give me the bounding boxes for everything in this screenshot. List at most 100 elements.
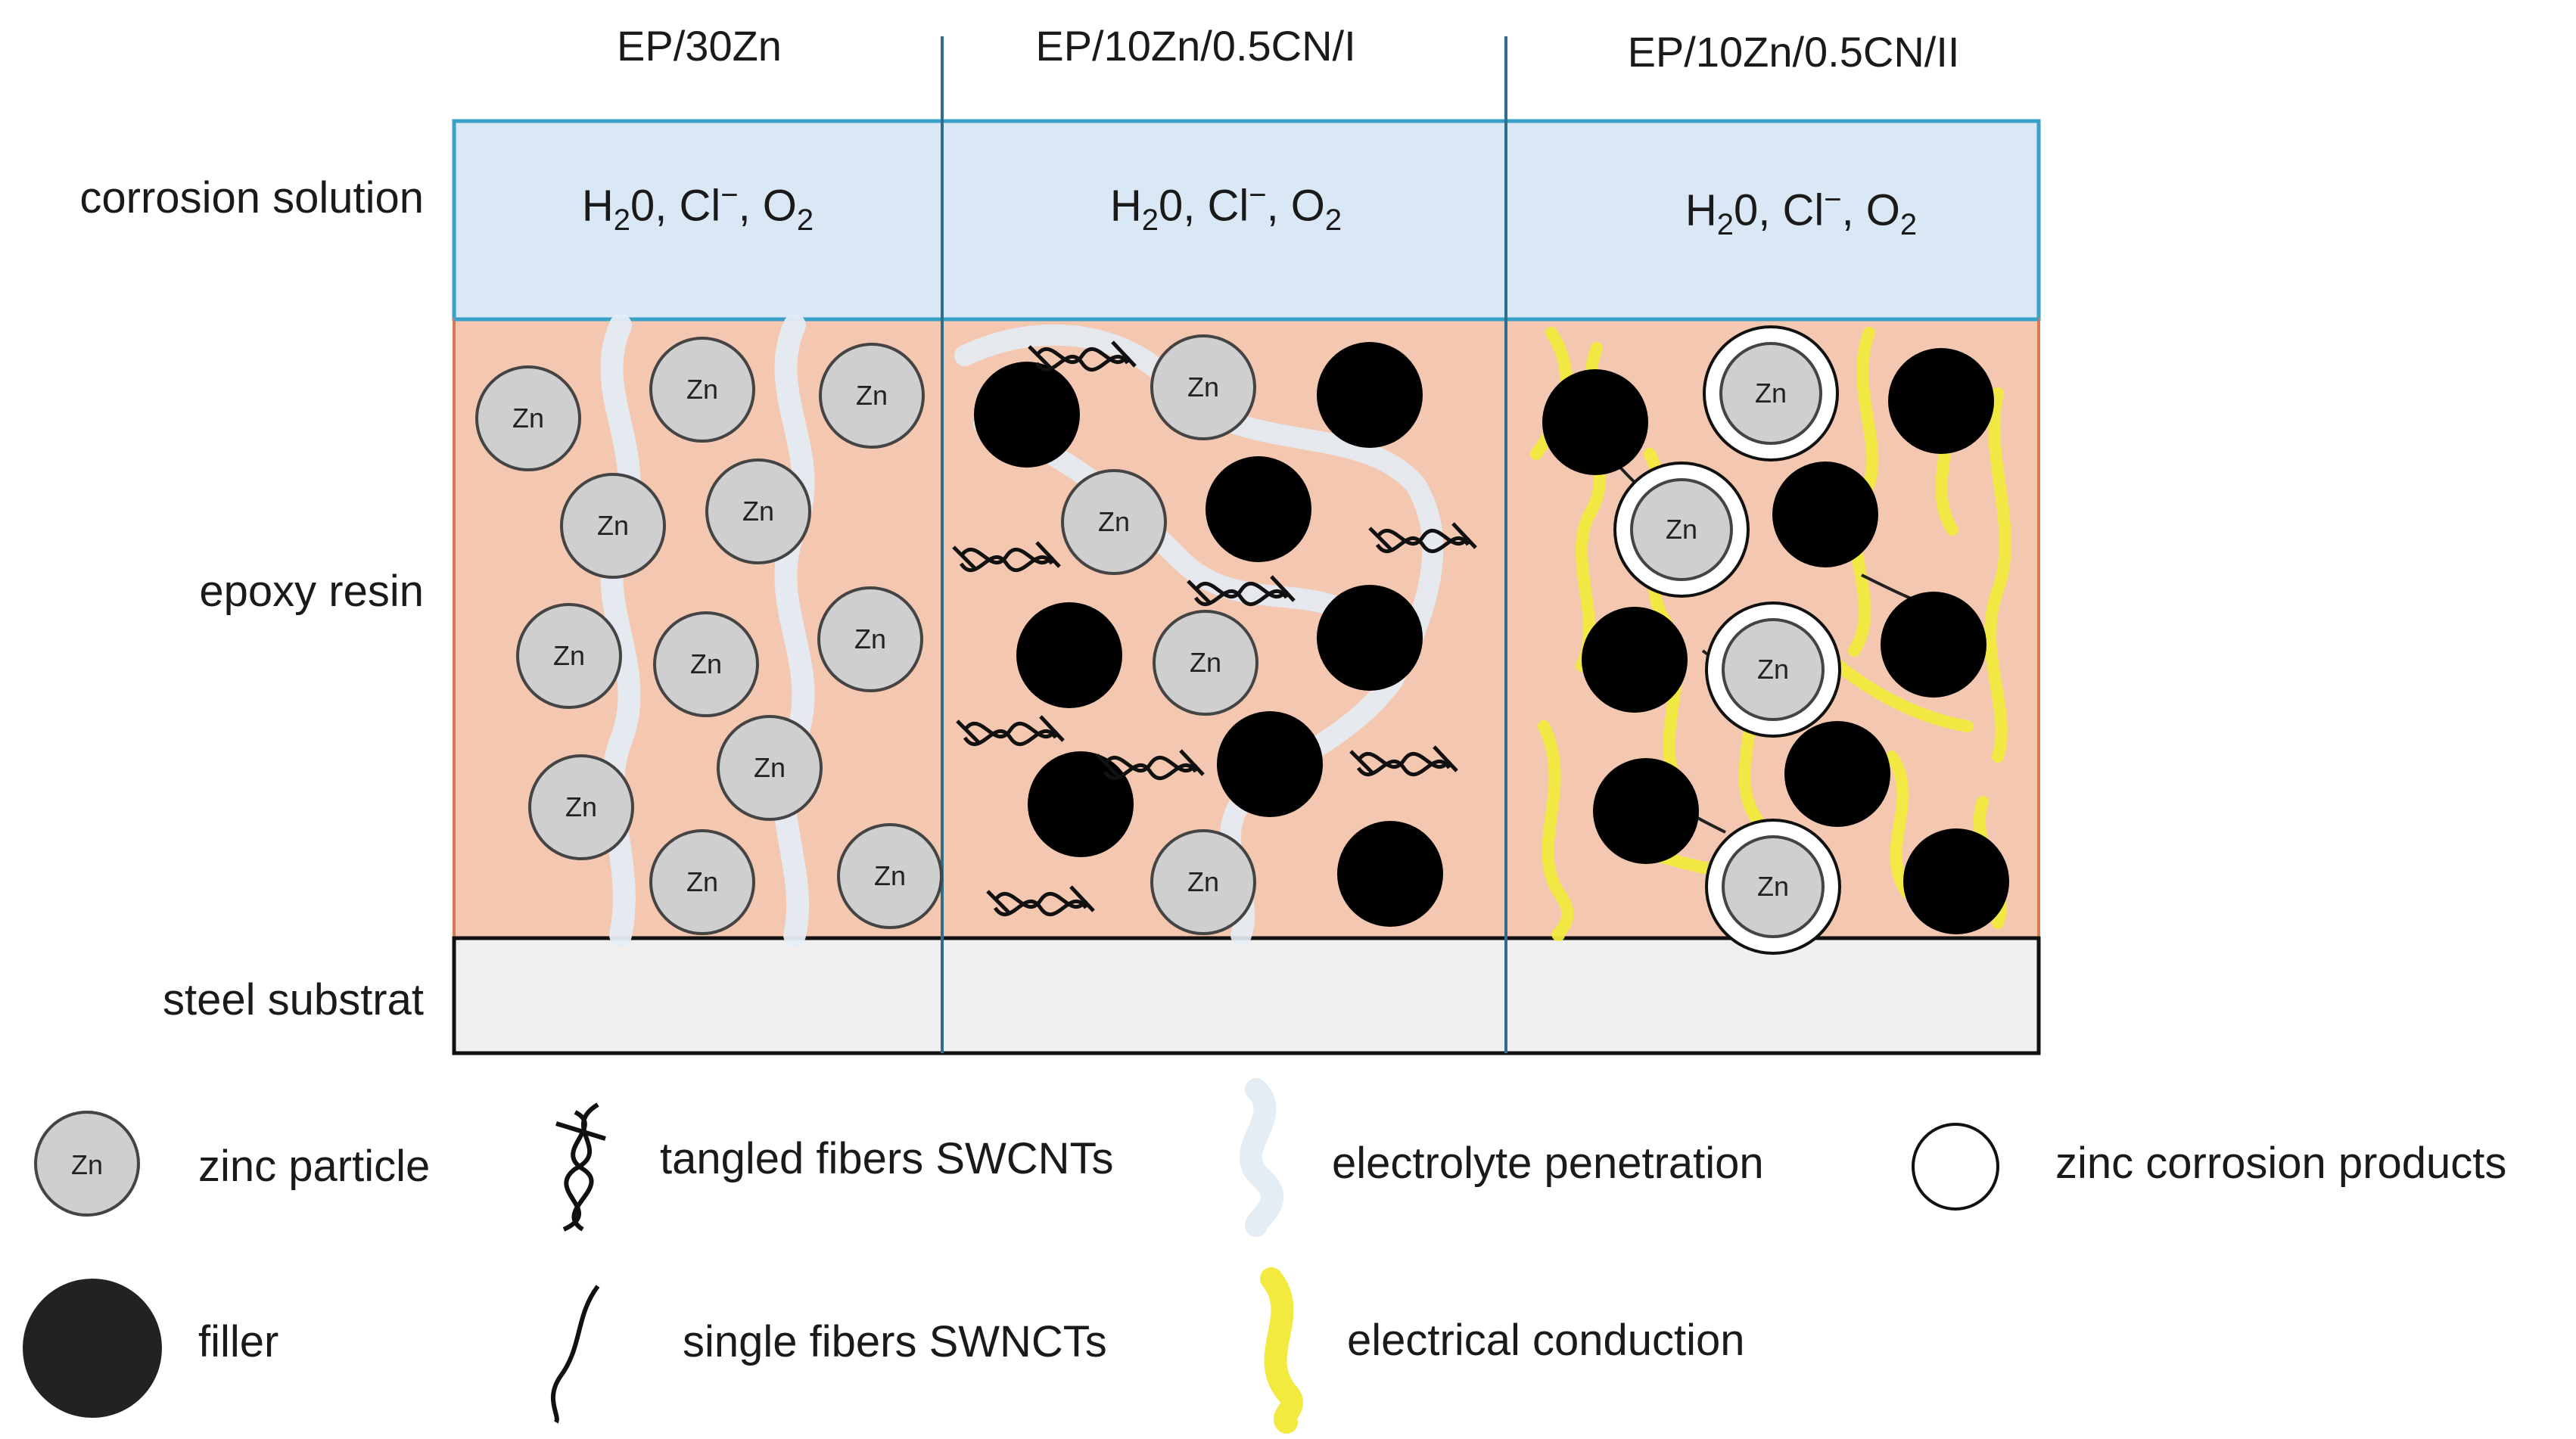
h2o-label: H	[1109, 181, 1142, 231]
svg-text:Zn: Zn	[1757, 871, 1789, 902]
o2-subscript: 2	[1324, 203, 1342, 237]
tangled-fiber-c2-4	[956, 715, 1065, 746]
column-title-1: EP/30Zn	[617, 22, 782, 70]
row-label-solution: corrosion solution	[79, 173, 424, 222]
zinc-particle-c1-1: Zn	[649, 337, 755, 443]
h2o-cl-label: 0, Cl	[1158, 181, 1249, 231]
svg-text:Zn: Zn	[874, 860, 906, 891]
legend-tangled-symbol	[555, 1102, 606, 1232]
column-title-2: EP/10Zn/0.5CN/I	[1035, 22, 1356, 70]
o2-subscript: 2	[1899, 207, 1918, 241]
filler-c3-5	[1593, 758, 1699, 864]
solution-formula-3: H20, Cl−, O2	[1574, 183, 2028, 242]
zinc-particle-c1-9: Zn	[717, 715, 823, 821]
o2-label: , O	[738, 181, 797, 231]
h2o-cl-label: 0, Cl	[1733, 185, 1825, 235]
h2o-label: H	[1685, 185, 1717, 235]
filler-c2-1	[1317, 342, 1423, 448]
row-label-resin: epoxy resin	[199, 567, 424, 616]
zinc-particle-c2-0: Zn	[1150, 334, 1256, 440]
legend-zinc-symbol: Zn	[34, 1111, 140, 1217]
cl-superscript: −	[1249, 179, 1267, 212]
svg-text:Zn: Zn	[1098, 506, 1130, 537]
corroded-zinc-c3-1: Zn	[1613, 462, 1750, 598]
cl-superscript: −	[1824, 183, 1842, 216]
filler-c2-4	[1317, 585, 1423, 691]
filler-c2-3	[1016, 602, 1122, 708]
svg-text:Zn: Zn	[690, 648, 722, 679]
filler-c3-1	[1888, 348, 1994, 454]
svg-text:Zn: Zn	[553, 640, 585, 671]
tangled-fiber-c2-0	[1028, 340, 1137, 371]
svg-text:Zn: Zn	[1666, 514, 1697, 545]
svg-text:Zn: Zn	[856, 380, 888, 411]
zinc-particle-c2-3: Zn	[1150, 829, 1256, 935]
zinc-particle-c1-4: Zn	[705, 458, 811, 564]
column-title-3: EP/10Zn/0.5CN/II	[1627, 28, 1960, 76]
legend-zinc-label: zinc particle	[198, 1142, 431, 1191]
svg-text:Zn: Zn	[686, 866, 718, 897]
legend-corrosion-label: zinc corrosion products	[2055, 1139, 2507, 1188]
h2o-subscript: 2	[1716, 207, 1734, 241]
tangled-fiber-c2-7	[986, 885, 1095, 916]
svg-text:Zn: Zn	[1755, 378, 1787, 409]
filler-c3-6	[1784, 721, 1890, 827]
filler-c2-5	[1217, 711, 1323, 817]
svg-text:Zn: Zn	[1187, 866, 1219, 897]
legend-electrolyte-label: electrolyte penetration	[1332, 1139, 1764, 1188]
tangled-fibers	[952, 340, 1477, 916]
svg-text:Zn: Zn	[742, 496, 774, 527]
zinc-particle-c1-11: Zn	[837, 823, 943, 929]
zinc-particle-c1-7: Zn	[817, 586, 923, 692]
svg-text:Zn: Zn	[754, 752, 786, 783]
solution-layer	[452, 119, 2041, 322]
o2-subscript: 2	[796, 203, 814, 237]
filler-particles	[974, 342, 2009, 934]
filler-c2-2	[1206, 456, 1311, 562]
h2o-label: H	[581, 181, 614, 231]
substrate-layer	[452, 936, 2041, 1055]
svg-text:Zn: Zn	[1187, 371, 1219, 402]
h2o-cl-label: 0, Cl	[630, 181, 721, 231]
cl-superscript: −	[720, 179, 739, 212]
filler-c3-0	[1542, 369, 1648, 475]
legend-conduction-symbol	[1260, 1267, 1303, 1434]
zinc-particle-c1-2: Zn	[819, 343, 925, 449]
zinc-particle-c1-5: Zn	[516, 603, 622, 709]
tangled-fiber-c2-6	[1349, 745, 1458, 776]
filler-c2-7	[1337, 821, 1443, 927]
filler-c3-7	[1903, 828, 2009, 934]
corroded-zinc-c3-0: Zn	[1703, 325, 1839, 462]
svg-text:Zn: Zn	[565, 791, 597, 822]
filler-c3-2	[1772, 462, 1878, 567]
legend-single-label: single fibers SWNCTs	[683, 1317, 1107, 1366]
svg-text:Zn: Zn	[597, 510, 629, 541]
corroded-zinc-c3-3: Zn	[1705, 819, 1841, 955]
legend-filler-label: filler	[198, 1317, 279, 1366]
filler-c2-6	[1028, 751, 1134, 857]
o2-label: , O	[1841, 185, 1900, 235]
solution-formula-2: H20, Cl−, O2	[999, 179, 1453, 238]
h2o-subscript: 2	[613, 203, 630, 237]
legend-corrosion-symbol	[1912, 1123, 1999, 1211]
zinc-particle-c1-10: Zn	[649, 829, 755, 935]
solution-formula-1: H20, Cl−, O2	[471, 179, 925, 238]
zinc-particle-c2-2: Zn	[1153, 610, 1258, 716]
legend-electrolyte-symbol	[1240, 1078, 1284, 1237]
legend-conduction-label: electrical conduction	[1347, 1316, 1745, 1365]
zinc-particle-c1-6: Zn	[653, 611, 759, 717]
tangled-fiber-c2-1	[952, 541, 1061, 572]
legend-single-symbol	[550, 1285, 600, 1424]
h2o-subscript: 2	[1141, 203, 1159, 237]
zinc-particle-c2-1: Zn	[1061, 469, 1167, 575]
svg-text:Zn: Zn	[512, 402, 544, 434]
legend-filler-symbol	[23, 1279, 162, 1418]
tangled-fiber-c2-3	[1187, 575, 1296, 606]
tangled-fiber-c2-2	[1368, 522, 1477, 553]
svg-text:Zn: Zn	[686, 374, 718, 405]
filler-c3-3	[1582, 607, 1688, 713]
o2-label: , O	[1266, 181, 1325, 231]
